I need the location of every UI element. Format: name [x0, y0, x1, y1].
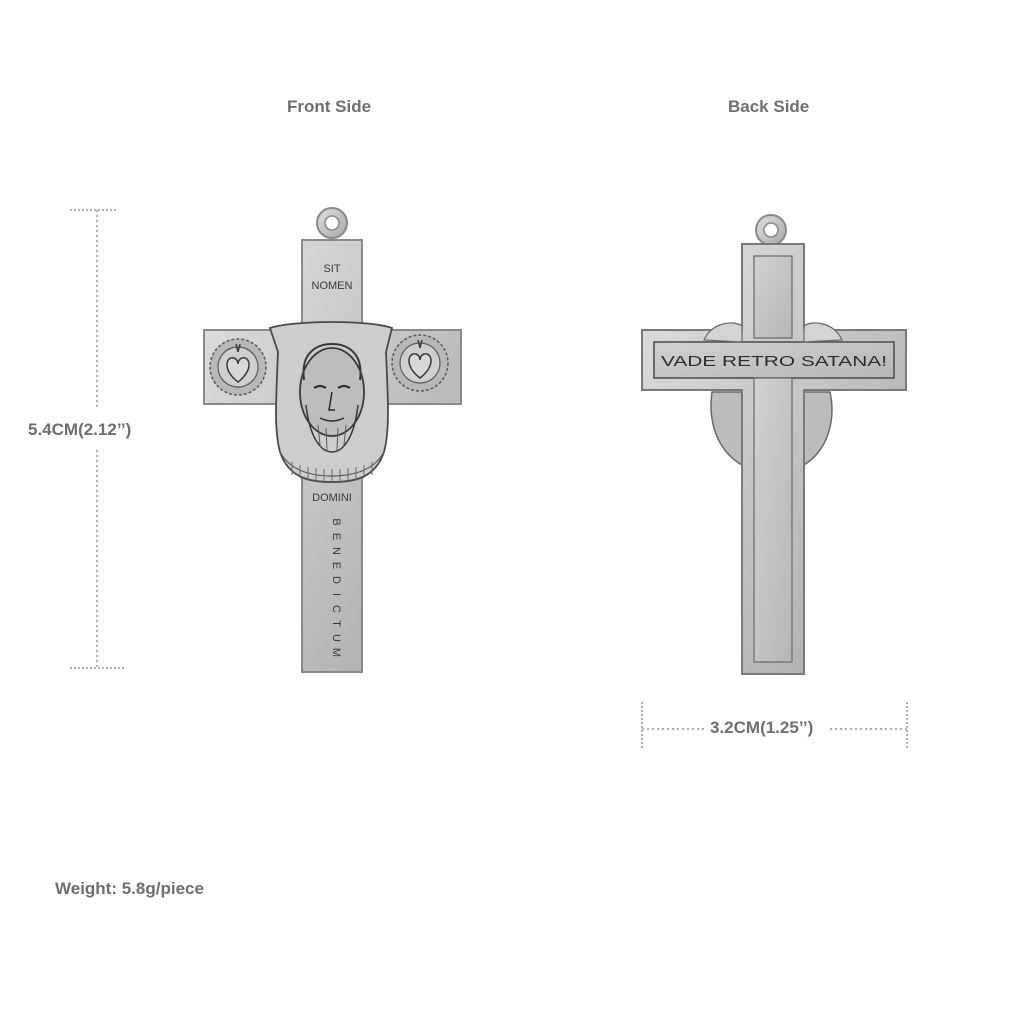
benedictum-letter: M: [330, 648, 342, 657]
front-inscription-nomen: NOMEN: [312, 280, 353, 292]
width-dimension: [641, 702, 908, 748]
benedictum-letter: B: [330, 518, 342, 525]
width-dimension-label: 3.2CM(1.25’’): [710, 718, 814, 737]
back-drape-right: [803, 391, 833, 467]
back-drape-left: [710, 391, 743, 467]
weight-label: Weight: 5.8g/piece: [55, 879, 204, 898]
benedictum-letter: N: [330, 547, 342, 555]
benedictum-letter: T: [330, 620, 342, 627]
back-side-title: Back Side: [728, 97, 810, 116]
benedictum-letter: E: [330, 562, 342, 569]
holy-face-veil-icon: [268, 321, 394, 483]
benedictum-letter: D: [330, 576, 342, 584]
height-dimension-label: 5.4CM(2.12’’): [28, 420, 132, 439]
front-side-title: Front Side: [287, 97, 372, 116]
height-dimension: [70, 209, 124, 669]
benedictum-letter: U: [330, 634, 342, 642]
benedictum-letter: C: [330, 605, 342, 613]
front-inscription-domini: DOMINI: [312, 492, 352, 504]
benedictum-letter: I: [330, 593, 342, 596]
back-cross: VADE RETRO SATANA!: [641, 214, 907, 675]
back-inscription-text: VADE RETRO SATANA!: [661, 353, 887, 370]
right-sacred-heart-icon: [391, 334, 449, 392]
benedictum-letter: E: [330, 533, 342, 540]
left-sacred-heart-icon: [209, 338, 267, 396]
front-inscription-sit: SIT: [323, 263, 340, 275]
